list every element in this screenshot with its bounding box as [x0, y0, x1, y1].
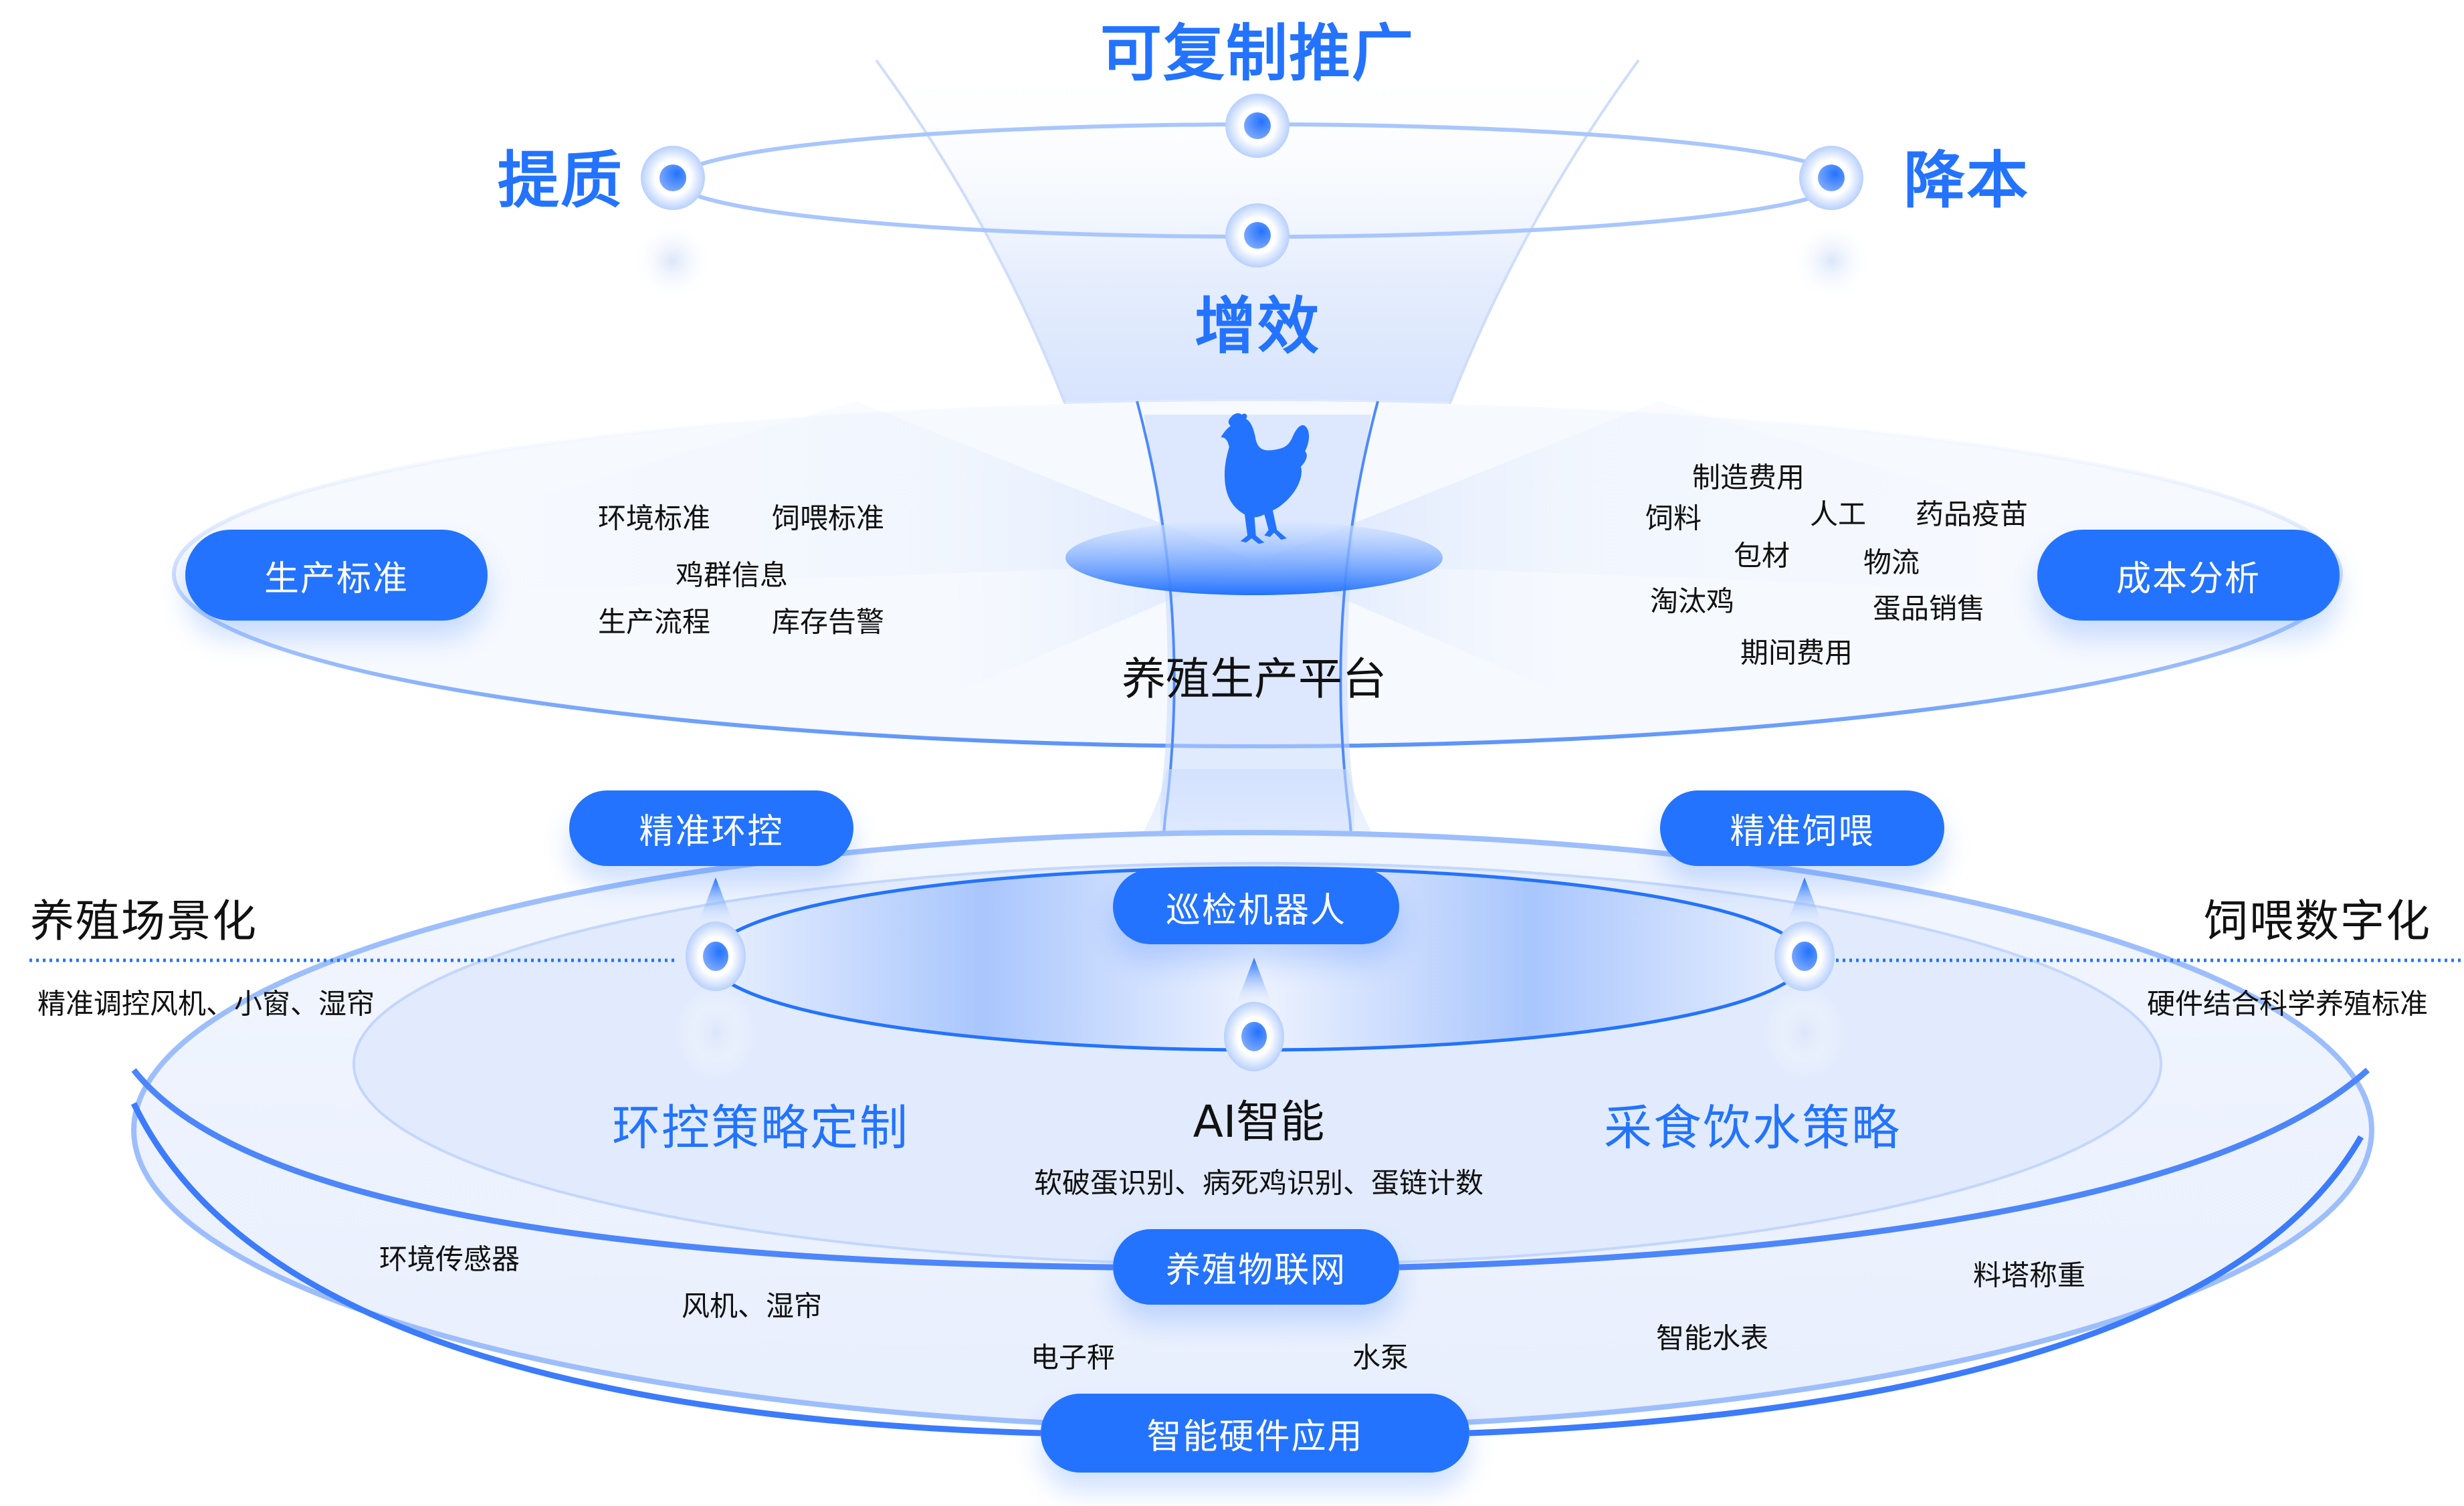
standard-item: 饲喂标准: [771, 502, 885, 535]
cost-item: 物流: [1863, 546, 1920, 579]
platform-disc: [1065, 520, 1443, 595]
cost-analysis-button[interactable]: 成本分析: [2037, 530, 2340, 621]
chicken-icon: [1221, 413, 1310, 544]
cost-item: 包材: [1733, 539, 1790, 572]
replicate-title: 可复制推广: [1100, 17, 1415, 90]
hardware-item: 风机、湿帘: [681, 1289, 823, 1323]
hardware-item: 水泵: [1352, 1341, 1409, 1374]
arrow-up-icon: [1234, 958, 1274, 1010]
iot-button[interactable]: 养殖物联网: [1113, 1229, 1399, 1305]
node-quality: [641, 146, 705, 210]
node-cost: [1799, 146, 1863, 210]
node-efficiency: [1225, 203, 1290, 267]
node-ai: [1224, 1002, 1284, 1071]
efficiency-goal: 增效: [1194, 290, 1321, 362]
hardware-item: 环境传感器: [379, 1243, 520, 1276]
feeding-digital-title: 饲喂数字化: [2204, 895, 2431, 947]
arrow-up-icon: [696, 877, 736, 930]
quality-goal: 提质: [497, 144, 624, 217]
node-env-control: [686, 922, 746, 991]
production-standard-button[interactable]: 生产标准: [185, 530, 488, 621]
arrow-up-icon: [1784, 877, 1825, 930]
cost-item: 人工: [1809, 498, 1867, 531]
precise-feeding-button[interactable]: 精准饲喂: [1660, 790, 1944, 866]
hardware-item: 智能水表: [1655, 1321, 1769, 1355]
funnel-upper: [876, 60, 1639, 675]
node-feeding: [1774, 922, 1835, 991]
standard-item: 库存告警: [771, 605, 885, 639]
env-strategy-label: 环控策略定制: [611, 1099, 910, 1156]
cost-item: 饲料: [1645, 502, 1702, 535]
scenario-title: 养殖场景化: [30, 895, 258, 947]
ai-desc: 软破蛋识别、病死鸡识别、蛋链计数: [1033, 1166, 1484, 1200]
standard-item: 环境标准: [597, 502, 711, 535]
node-replicate: [1225, 94, 1290, 158]
hardware-item: 料塔称重: [1972, 1259, 2086, 1292]
cost-goal: 降本: [1903, 144, 2030, 217]
scenario-desc: 精准调控风机、小窗、湿帘: [37, 987, 375, 1020]
platform-title: 养殖生产平台: [1122, 653, 1387, 705]
standard-item: 生产流程: [597, 605, 711, 639]
hardware-item: 电子秤: [1030, 1341, 1116, 1374]
smart-hardware-button[interactable]: 智能硬件应用: [1041, 1394, 1469, 1473]
cost-item: 蛋品销售: [1872, 592, 1986, 625]
ai-title: AI智能: [1193, 1096, 1325, 1148]
inspection-robot-button[interactable]: 巡检机器人: [1113, 869, 1399, 944]
precise-env-control-button[interactable]: 精准环控: [569, 790, 853, 866]
standard-item: 鸡群信息: [675, 558, 789, 592]
cost-item: 淘汰鸡: [1649, 584, 1735, 618]
feeding-digital-desc: 硬件结合科学养殖标准: [2146, 987, 2429, 1020]
cost-item: 期间费用: [1740, 636, 1853, 669]
cost-item: 制造费用: [1691, 461, 1805, 494]
feeding-strategy-label: 采食饮水策略: [1603, 1099, 1902, 1156]
cost-item: 药品疫苗: [1915, 498, 2029, 531]
